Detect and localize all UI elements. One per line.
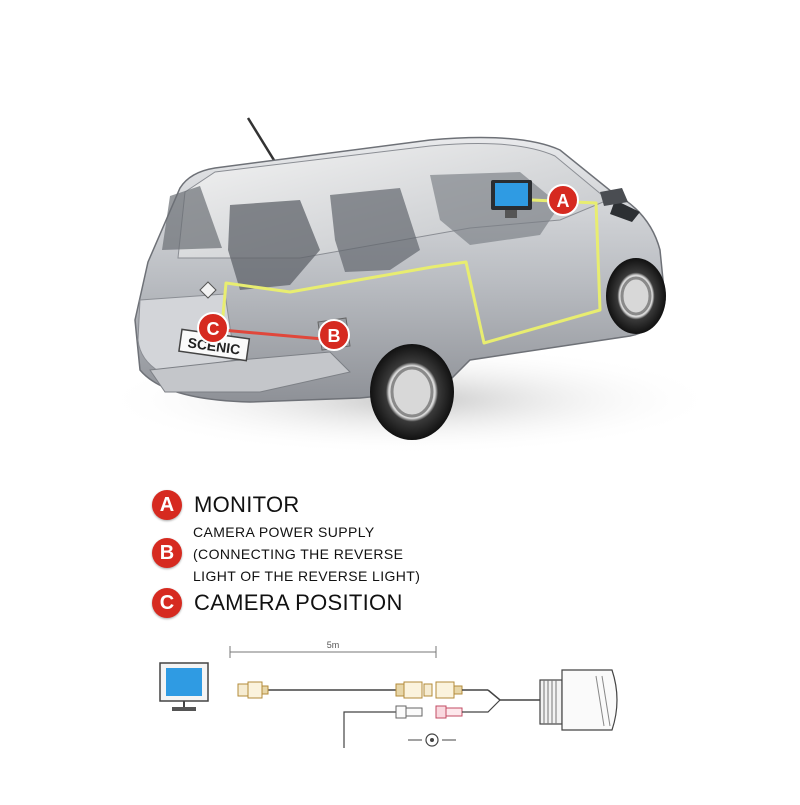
rca-connector-pair	[395, 681, 463, 699]
dc-power-symbol	[408, 733, 456, 747]
rca-connector-left	[237, 681, 269, 699]
legend-monitor: A MONITOR	[152, 490, 300, 520]
marker-c-label: C	[207, 319, 220, 339]
power-cable-route	[221, 328, 335, 342]
legend-power-supply: B	[152, 538, 182, 568]
marker-c: C	[197, 312, 229, 344]
legend-power-line-1: CAMERA POWER SUPPLY	[193, 524, 375, 540]
cable-length-label: 5m	[327, 640, 340, 650]
legend-power-line-3: LIGHT OF THE REVERSE LIGHT)	[193, 568, 421, 584]
rear-window	[162, 186, 222, 250]
license-plate-text: SCENIC	[187, 334, 242, 357]
legend-monitor-label: MONITOR	[194, 492, 300, 517]
front-headlight	[610, 200, 640, 222]
marker-a-label: A	[557, 191, 570, 211]
legend-camera-position-label: CAMERA POSITION	[194, 590, 403, 615]
camera-lead	[487, 689, 540, 701]
side-mirror	[600, 188, 628, 206]
front-seat	[330, 188, 420, 272]
rear-wheel	[370, 344, 454, 440]
video-cable-route	[220, 198, 602, 345]
power-lead	[343, 711, 396, 740]
power-lead-to-camera	[462, 699, 501, 713]
power-connector-red	[395, 705, 463, 719]
marker-a: A	[547, 184, 579, 216]
rear-logo	[199, 281, 217, 299]
legend-badge-b: B	[152, 538, 182, 568]
legend-power-line-2: (CONNECTING THE REVERSE	[193, 546, 404, 562]
license-plate: SCENIC	[178, 328, 251, 362]
marker-b: B	[318, 319, 350, 351]
camera-body	[539, 669, 618, 731]
front-wheel	[606, 258, 666, 334]
rear-seat	[228, 200, 320, 290]
cable-length-dimension: 5m	[229, 640, 437, 658]
monitor-icon	[159, 662, 209, 711]
legend-badge-a: A	[152, 490, 182, 520]
dash-monitor	[491, 180, 532, 218]
legend-badge-c: C	[152, 588, 182, 618]
legend-camera-position: C CAMERA POSITION	[152, 588, 403, 618]
marker-b-label: B	[328, 326, 341, 346]
